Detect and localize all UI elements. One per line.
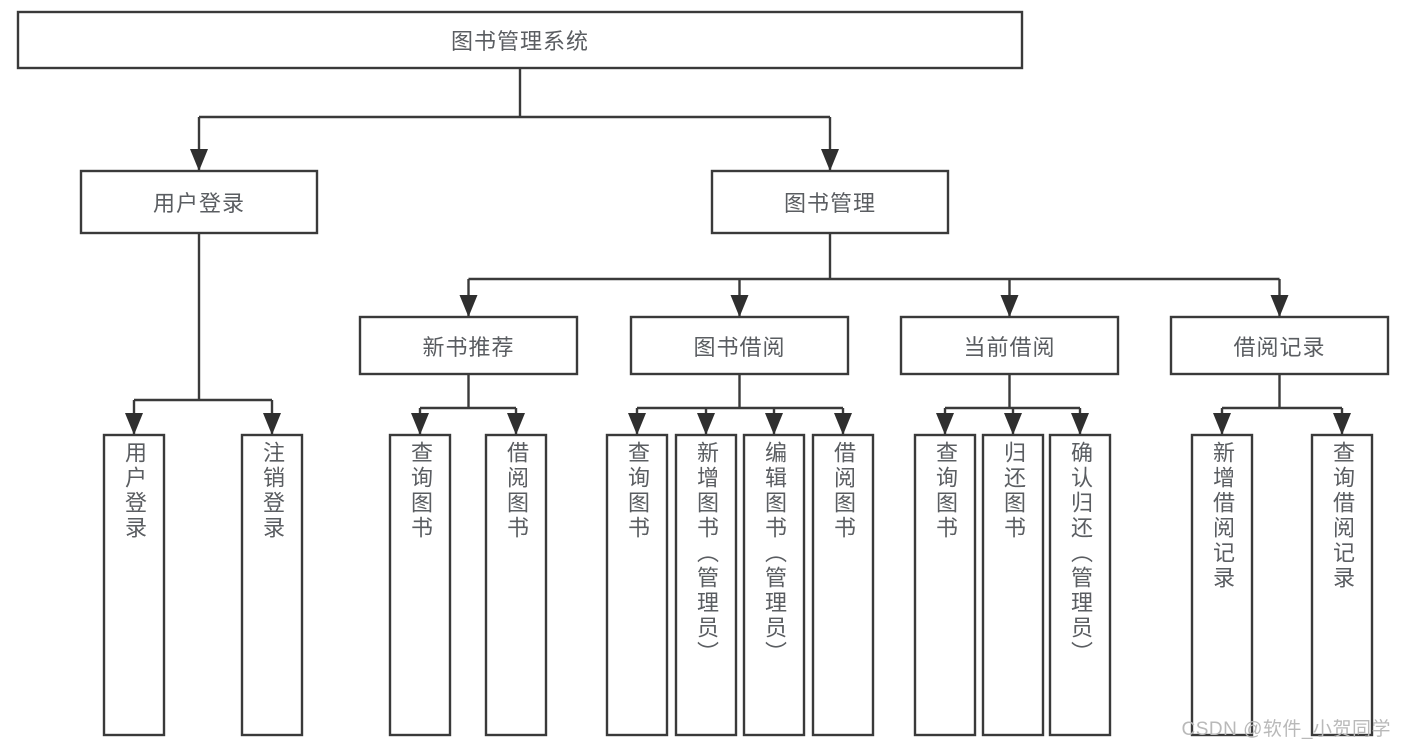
node-box-leaf-return-book[interactable] xyxy=(981,433,1045,737)
arrow-head-book-manage xyxy=(821,149,839,171)
arrow-head-user-login xyxy=(190,149,208,171)
box-layer xyxy=(16,10,1390,737)
arrow-head-leaf-query-book-cur xyxy=(936,413,954,435)
arrow-head-current-borrow xyxy=(1000,295,1019,317)
node-box-user-login[interactable] xyxy=(79,169,319,235)
node-box-leaf-query-book-borrow[interactable] xyxy=(605,433,669,737)
node-box-leaf-logout[interactable] xyxy=(240,433,304,737)
arrow-head-leaf-borrow-book-rec xyxy=(507,413,525,435)
arrow-head-leaf-logout xyxy=(263,413,281,435)
arrow-head-leaf-query-book-rec xyxy=(411,413,429,435)
node-box-book-manage[interactable] xyxy=(710,169,950,235)
arrow-head-book-borrow xyxy=(730,295,749,317)
arrow-head-leaf-query-borrow-record xyxy=(1333,413,1351,435)
connector-layer xyxy=(125,68,1351,435)
node-box-leaf-query-borrow-record[interactable] xyxy=(1310,433,1374,737)
node-box-leaf-add-book[interactable] xyxy=(674,433,738,737)
arrow-head-leaf-user-login xyxy=(125,413,143,435)
node-box-leaf-borrow-book[interactable] xyxy=(811,433,875,737)
arrow-head-leaf-borrow-book xyxy=(834,413,852,435)
arrow-head-new-book-recommend xyxy=(459,295,478,317)
node-box-borrow-record[interactable] xyxy=(1169,315,1390,376)
node-box-root[interactable] xyxy=(16,10,1024,70)
node-box-new-book-recommend[interactable] xyxy=(358,315,579,376)
node-box-leaf-user-login[interactable] xyxy=(102,433,166,737)
arrow-head-leaf-confirm-return xyxy=(1071,413,1089,435)
arrow-head-leaf-return-book xyxy=(1004,413,1022,435)
node-box-leaf-query-book-cur[interactable] xyxy=(913,433,977,737)
arrow-head-borrow-record xyxy=(1270,295,1289,317)
node-box-leaf-confirm-return[interactable] xyxy=(1048,433,1112,737)
node-box-current-borrow[interactable] xyxy=(899,315,1120,376)
node-box-book-borrow[interactable] xyxy=(629,315,850,376)
arrow-head-leaf-add-book xyxy=(697,413,715,435)
node-box-leaf-edit-book[interactable] xyxy=(742,433,806,737)
arrow-head-leaf-edit-book xyxy=(765,413,783,435)
arrow-head-leaf-query-book-borrow xyxy=(628,413,646,435)
arrow-head-leaf-add-borrow-record xyxy=(1213,413,1231,435)
node-box-leaf-query-book-rec[interactable] xyxy=(388,433,452,737)
node-box-leaf-add-borrow-record[interactable] xyxy=(1190,433,1254,737)
node-box-leaf-borrow-book-rec[interactable] xyxy=(484,433,548,737)
